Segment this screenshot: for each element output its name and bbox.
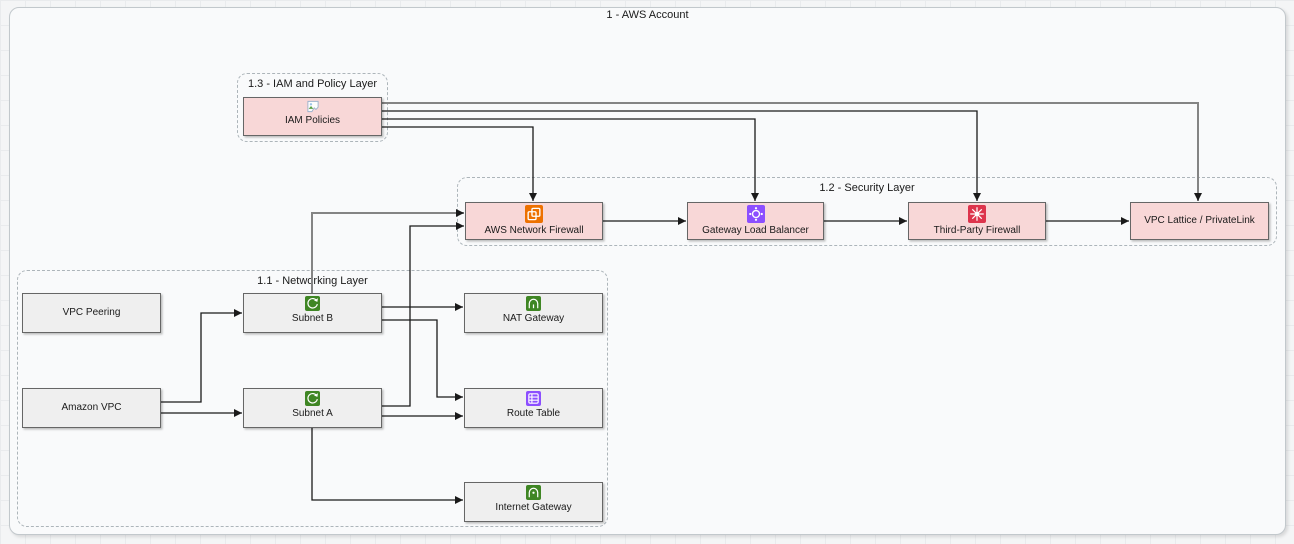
node-subnet-a[interactable]: Subnet A: [243, 388, 382, 428]
node-label: NAT Gateway: [502, 313, 565, 324]
node-label: Gateway Load Balancer: [702, 225, 809, 236]
node-third-party-firewall[interactable]: Third-Party Firewall: [908, 202, 1046, 240]
node-vpc-peering[interactable]: VPC Peering: [22, 293, 161, 333]
internet-gateway-icon: [526, 485, 541, 500]
node-label: Route Table: [506, 408, 561, 419]
node-label: Internet Gateway: [495, 502, 572, 513]
node-iam-policies[interactable]: IAM Policies: [243, 97, 382, 136]
subnet-icon: [305, 391, 320, 406]
iam-layer-label: 1.3 - IAM and Policy Layer: [247, 78, 377, 90]
route-table-icon: [526, 391, 541, 406]
networking-layer-label: 1.1 - Networking Layer: [257, 275, 368, 287]
node-nat-gateway[interactable]: NAT Gateway: [464, 293, 603, 333]
node-label: VPC Lattice / PrivateLink: [1144, 215, 1255, 227]
node-label: Amazon VPC: [61, 402, 122, 414]
node-label: AWS Network Firewall: [484, 225, 584, 236]
node-route-table[interactable]: Route Table: [464, 388, 603, 428]
group-aws-account[interactable]: [9, 7, 1286, 535]
node-label: Subnet A: [292, 408, 333, 419]
broken-image-icon: [306, 100, 320, 113]
aws-account-title: 1 - AWS Account: [606, 9, 689, 21]
third-party-firewall-icon: [968, 205, 986, 223]
node-amazon-vpc[interactable]: Amazon VPC: [22, 388, 161, 428]
node-label: VPC Peering: [62, 307, 121, 319]
node-aws-network-firewall[interactable]: AWS Network Firewall: [465, 202, 603, 240]
node-label: IAM Policies: [284, 115, 340, 126]
node-internet-gateway[interactable]: Internet Gateway: [464, 482, 603, 522]
subnet-icon: [305, 296, 320, 311]
node-subnet-b[interactable]: Subnet B: [243, 293, 382, 333]
node-label: Subnet B: [291, 313, 334, 324]
gateway-load-balancer-icon: [746, 205, 765, 223]
node-vpc-lattice-privatelink[interactable]: VPC Lattice / PrivateLink: [1130, 202, 1269, 240]
security-layer-label: 1.2 - Security Layer: [819, 182, 915, 194]
node-gateway-load-balancer[interactable]: Gateway Load Balancer: [687, 202, 824, 240]
node-label: Third-Party Firewall: [933, 225, 1021, 236]
nat-gateway-icon: [526, 296, 541, 311]
network-firewall-icon: [525, 205, 543, 223]
